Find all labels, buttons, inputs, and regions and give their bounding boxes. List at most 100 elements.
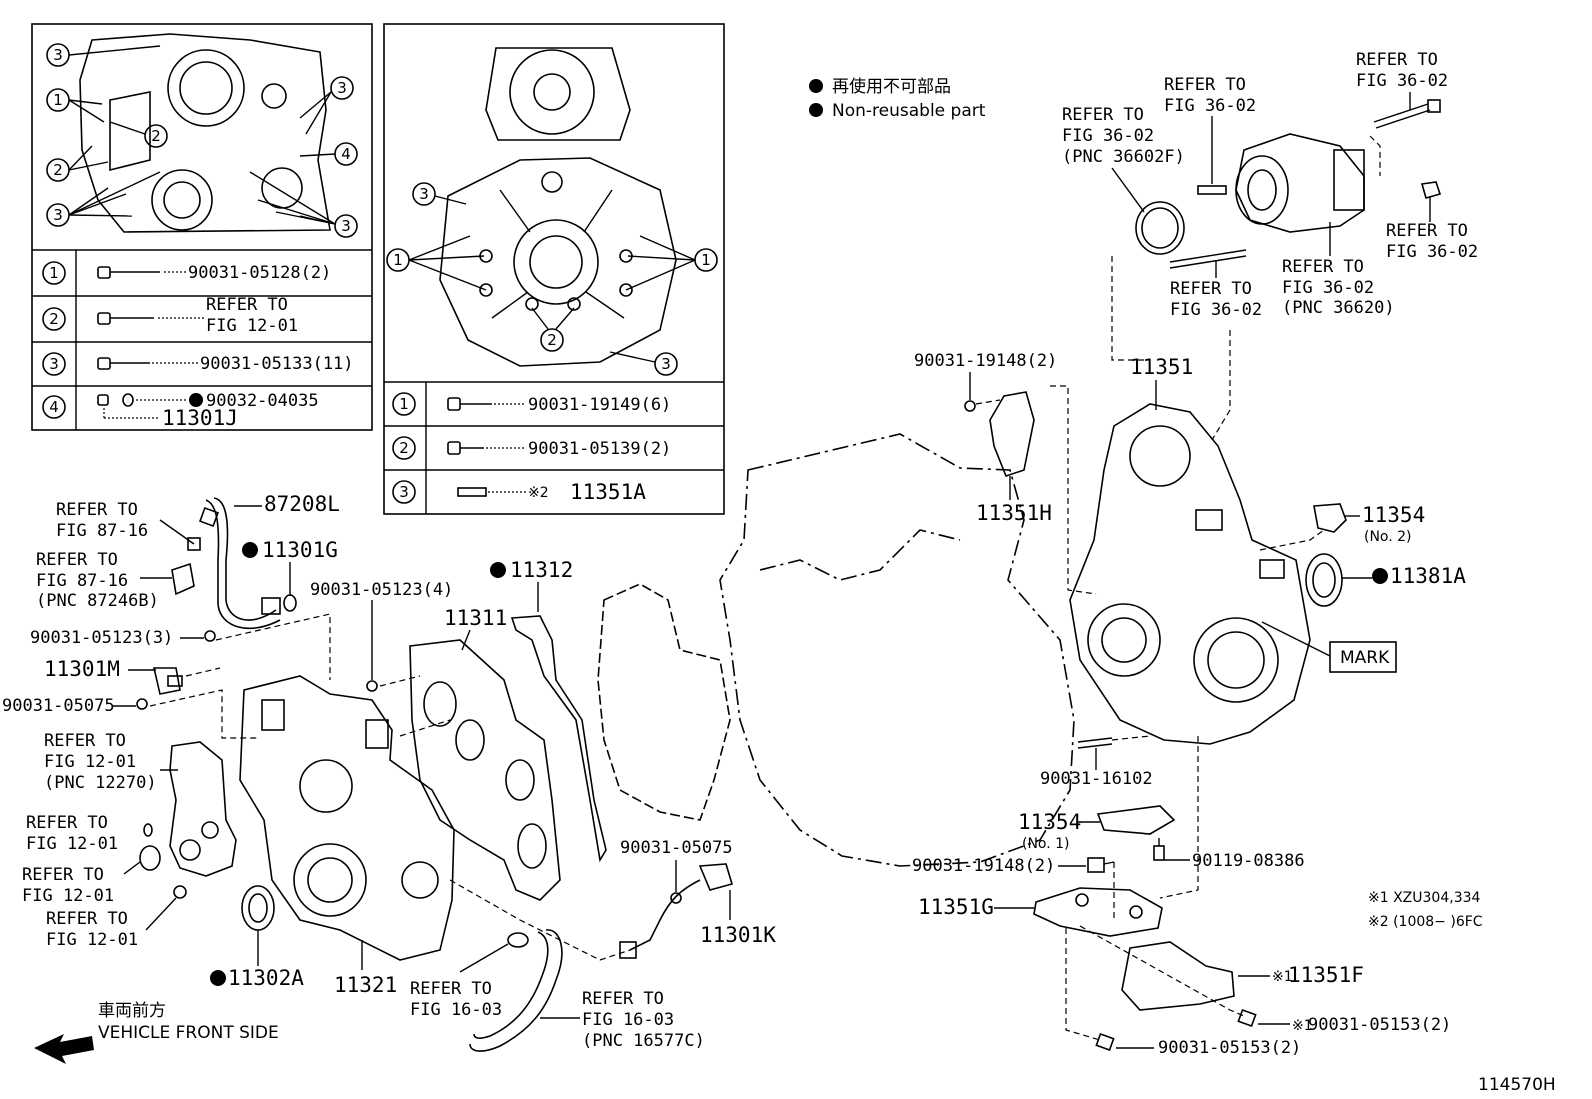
svg-text:(PNC 36602F): (PNC 36602F) <box>1062 147 1185 167</box>
flywheel-housing-11351 <box>1069 403 1311 745</box>
svg-text:90031-19149(6): 90031-19149(6) <box>528 395 671 415</box>
inset-left-row-1: 1 90031-05128(2) <box>42 261 331 285</box>
svg-text:2: 2 <box>53 161 63 179</box>
svg-text:90031-05075: 90031-05075 <box>2 696 115 716</box>
svg-text:11354: 11354 <box>1362 503 1425 527</box>
svg-text:FIG 36-02: FIG 36-02 <box>1386 242 1478 262</box>
svg-text:90031-05075: 90031-05075 <box>620 838 733 858</box>
oil-seal-11381A <box>1305 553 1343 607</box>
engine-block-outline <box>719 433 1075 867</box>
oil-pump <box>169 741 237 877</box>
svg-text:3: 3 <box>49 355 59 373</box>
svg-text:(No. 1): (No. 1) <box>1022 836 1070 852</box>
svg-text:REFER TO: REFER TO <box>36 550 118 570</box>
svg-text:FIG 36-02: FIG 36-02 <box>1062 126 1154 146</box>
svg-text:FIG 12-01: FIG 12-01 <box>46 930 138 950</box>
svg-text:(PNC 16577C): (PNC 16577C) <box>582 1031 705 1051</box>
svg-text:3: 3 <box>337 79 347 97</box>
svg-text:11311: 11311 <box>444 606 507 630</box>
svg-text:FIG 87-16: FIG 87-16 <box>36 571 128 591</box>
svg-text:FIG 36-02: FIG 36-02 <box>1282 278 1374 298</box>
svg-text:11351G: 11351G <box>918 895 994 919</box>
svg-text:90031-05128(2): 90031-05128(2) <box>188 263 331 283</box>
svg-text:11301M: 11301M <box>44 657 120 681</box>
inset-right-row-1: 1 90031-19149(6) <box>392 392 671 416</box>
inset-right-callouts: 3 1 1 2 3 <box>386 182 718 376</box>
svg-text:FIG 16-03: FIG 16-03 <box>410 1000 502 1020</box>
svg-text:(PNC 87246B): (PNC 87246B) <box>36 591 159 611</box>
svg-text:11351A: 11351A <box>570 480 646 504</box>
svg-text:2: 2 <box>49 310 59 328</box>
inset-left-callouts: 3 1 2 2 3 3 4 3 <box>46 43 358 238</box>
starter-stud <box>1169 249 1247 269</box>
bracket-11351F <box>1121 941 1235 1011</box>
svg-text:11321: 11321 <box>334 973 397 997</box>
svg-text:90031-16102: 90031-16102 <box>1040 769 1153 789</box>
svg-text:3: 3 <box>53 206 63 224</box>
inset-left: 3 1 2 2 3 3 4 3 1 90031-05128(2) 2 <box>31 23 373 431</box>
timing-gear-case-11321 <box>239 675 455 961</box>
legend: 再使用不可部品 Non-reusable part <box>809 76 986 121</box>
svg-text:114570H: 114570H <box>1478 1075 1556 1095</box>
svg-text:FIG 12-01: FIG 12-01 <box>22 886 114 906</box>
svg-text:REFER TO: REFER TO <box>44 731 126 751</box>
svg-text:11351F: 11351F <box>1288 963 1364 987</box>
bracket-11351H <box>989 391 1035 477</box>
svg-text:90031-19148(2): 90031-19148(2) <box>914 351 1057 371</box>
svg-text:REFER TO: REFER TO <box>1164 75 1246 95</box>
svg-text:2: 2 <box>399 439 409 457</box>
svg-text:REFER TO: REFER TO <box>1386 221 1468 241</box>
svg-text:VEHICLE FRONT SIDE: VEHICLE FRONT SIDE <box>98 1023 279 1043</box>
svg-text:1: 1 <box>49 264 59 282</box>
svg-text:REFER TO: REFER TO <box>206 295 288 315</box>
svg-text:FIG 12-01: FIG 12-01 <box>206 316 298 336</box>
svg-text:REFER TO: REFER TO <box>582 989 664 1009</box>
oil-seal-11302A <box>241 885 275 931</box>
svg-text:90031-05123(3): 90031-05123(3) <box>30 628 173 648</box>
svg-text:REFER TO: REFER TO <box>56 500 138 520</box>
svg-text:REFER TO: REFER TO <box>1282 257 1364 277</box>
starter-motor <box>1235 133 1365 233</box>
svg-text:車両前方: 車両前方 <box>98 1001 166 1021</box>
svg-text:FIG 12-01: FIG 12-01 <box>44 752 136 772</box>
svg-text:11312: 11312 <box>510 558 573 582</box>
gasket-11312 <box>510 615 607 863</box>
svg-text:90031-05153(2): 90031-05153(2) <box>1158 1038 1301 1058</box>
bracket-11351G <box>1033 887 1163 937</box>
svg-text:※1: ※1 <box>1292 1018 1313 1034</box>
svg-text:11381A: 11381A <box>1390 564 1466 588</box>
svg-text:2: 2 <box>547 331 557 349</box>
svg-text:FIG 36-02: FIG 36-02 <box>1170 300 1262 320</box>
svg-text:3: 3 <box>661 355 671 373</box>
svg-text:再使用不可部品: 再使用不可部品 <box>832 76 951 97</box>
svg-text:FIG 12-01: FIG 12-01 <box>26 834 118 854</box>
starter-bolt-long <box>1373 99 1441 129</box>
svg-text:(No. 2): (No. 2) <box>1364 529 1412 545</box>
inset-left-row-4: 4 90032-04035 11301J <box>42 391 319 430</box>
inset-left-row-3: 3 90031-05133(11) <box>42 352 354 376</box>
svg-text:1: 1 <box>393 251 403 269</box>
svg-text:90032-04035: 90032-04035 <box>206 391 319 411</box>
svg-text:11302A: 11302A <box>228 966 304 990</box>
svg-text:※1 XZU304,334: ※1 XZU304,334 <box>1368 890 1481 906</box>
flywheel-housing-sketch <box>439 47 677 367</box>
hose-87208L <box>199 497 281 629</box>
svg-text:90119-08386: 90119-08386 <box>1192 851 1305 871</box>
svg-text:4: 4 <box>49 398 59 416</box>
svg-text:90031-05133(11): 90031-05133(11) <box>200 354 354 374</box>
svg-text:1: 1 <box>701 251 711 269</box>
svg-text:11301K: 11301K <box>700 923 776 947</box>
svg-text:11351: 11351 <box>1130 355 1193 379</box>
inset-right-row-3: 3 ※2 11351A <box>392 480 646 504</box>
svg-text:3: 3 <box>53 46 63 64</box>
svg-text:2: 2 <box>151 127 161 145</box>
svg-text:(PNC 36620): (PNC 36620) <box>1282 298 1395 318</box>
svg-text:REFER TO: REFER TO <box>22 865 104 885</box>
svg-text:※2 (1008− )6FC: ※2 (1008− )6FC <box>1368 914 1483 930</box>
svg-text:REFER TO: REFER TO <box>26 813 108 833</box>
timing-cover-sketch <box>79 33 331 233</box>
svg-text:Non-reusable part: Non-reusable part <box>832 101 986 121</box>
sensor-11301M <box>152 667 183 695</box>
inset-left-row-2: 2 REFER TO FIG 12-01 <box>42 295 298 336</box>
svg-text:FIG 36-02: FIG 36-02 <box>1164 96 1256 116</box>
